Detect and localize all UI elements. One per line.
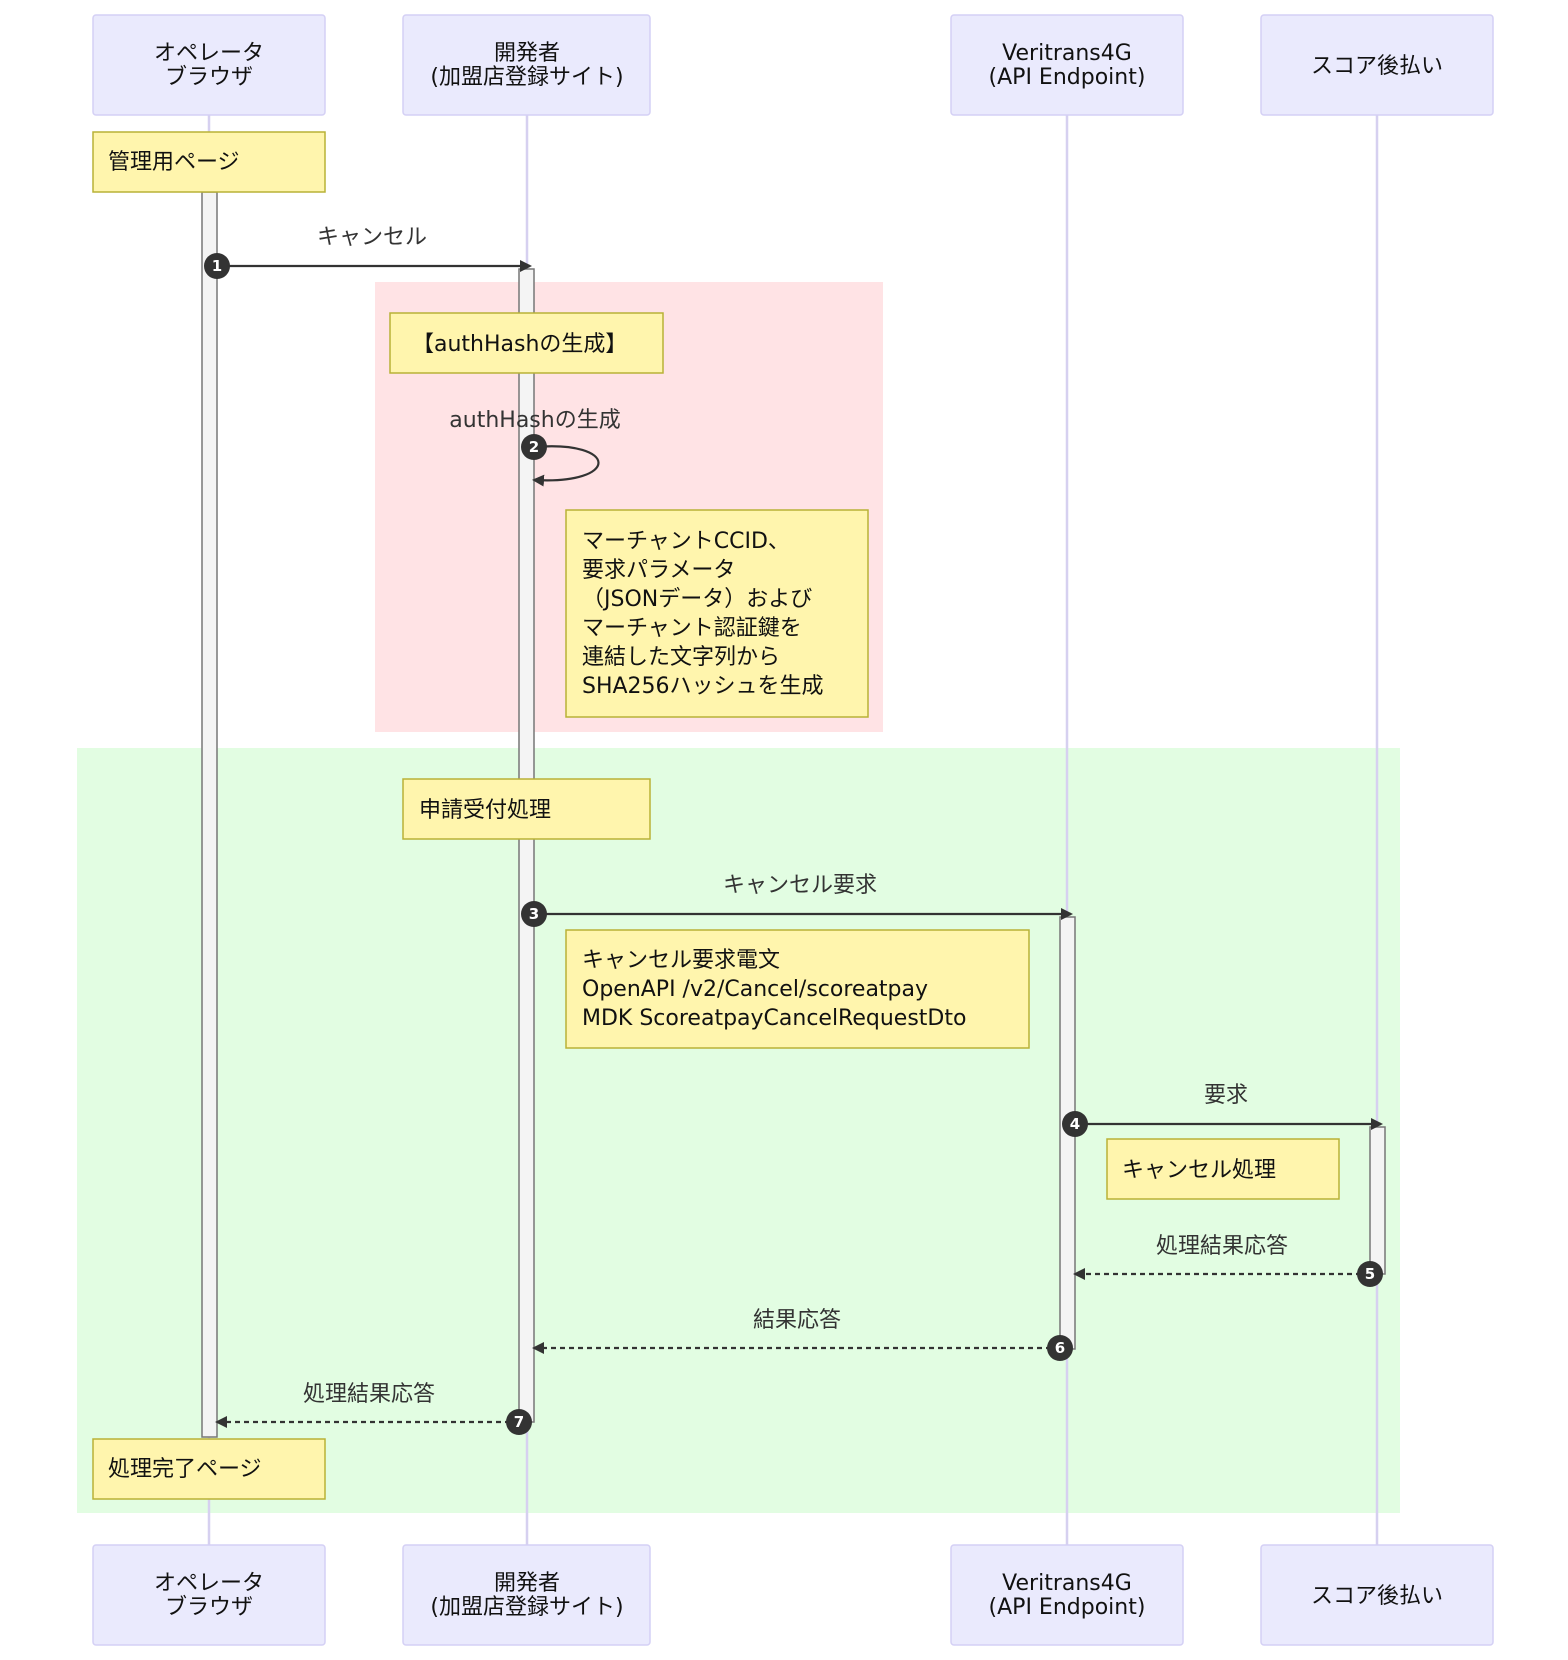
note-text: キャンセル要求電文 [582, 948, 780, 973]
sequence-badge [1047, 1335, 1073, 1361]
actor-label: スコア後払い [1311, 54, 1443, 79]
note-admin-page: 管理用ページ [92, 131, 326, 193]
note-text: SHA256ハッシュを生成 [582, 674, 824, 699]
sequence-number: 7 [514, 1413, 524, 1431]
message-5: 処理結果応答 5 [1073, 1234, 1383, 1287]
message-2: authHashの生成 2 [449, 408, 621, 487]
actor-score-bottom: スコア後払い [1260, 1544, 1494, 1646]
sequence-number: 5 [1365, 1265, 1375, 1283]
actor-label: 開発者 [494, 41, 560, 66]
sequence-number: 3 [529, 905, 539, 923]
note-authhash-detail: マーチャントCCID、 要求パラメータ （JSONデータ）および マーチャント認… [565, 509, 869, 718]
actor-veritrans-bottom: Veritrans4G (API Endpoint) [950, 1544, 1184, 1646]
note-text: マーチャントCCID、 [582, 529, 790, 554]
note-complete-page: 処理完了ページ [92, 1438, 326, 1500]
activation-operator [201, 191, 218, 1438]
actor-score-top: スコア後払い [1260, 14, 1494, 116]
message-3: キャンセル要求 3 [521, 873, 1073, 927]
note-cancel-request-detail: キャンセル要求電文 OpenAPI /v2/Cancel/scoreatpay … [565, 929, 1030, 1049]
note-text: マーチャント認証鍵を [582, 616, 802, 641]
actor-label: Veritrans4G [1002, 41, 1132, 66]
actor-label: ブラウザ [165, 65, 253, 90]
note-text: MDK ScoreatpayCancelRequestDto [582, 1006, 966, 1031]
note-text: 要求パラメータ [582, 558, 735, 583]
note-text: 処理完了ページ [108, 1457, 262, 1482]
note-text: （JSONデータ）および [582, 587, 812, 612]
activation-score [1369, 1126, 1386, 1275]
message-7: 処理結果応答 7 [215, 1382, 532, 1435]
actor-developer-bottom: 開発者 (加盟店登録サイト) [402, 1544, 651, 1646]
message-label: キャンセル要求 [723, 873, 877, 898]
message-label: キャンセル [317, 225, 427, 250]
rect-request-region [77, 748, 1400, 1513]
note-text: 【authHashの生成】 [412, 332, 627, 357]
actor-veritrans-top: Veritrans4G (API Endpoint) [950, 14, 1184, 116]
actor-operator-top: オペレータ ブラウザ [92, 14, 326, 116]
actor-label: オペレータ [154, 1571, 264, 1596]
message-1: キャンセル 1 [204, 225, 532, 279]
sequence-badge [1062, 1111, 1088, 1137]
sequence-badge [204, 253, 230, 279]
actor-label: スコア後払い [1311, 1584, 1443, 1609]
note-cancel-process: キャンセル処理 [1106, 1138, 1340, 1200]
message-label: authHashの生成 [449, 408, 620, 433]
actor-label: ブラウザ [165, 1595, 253, 1620]
message-arrow [532, 445, 600, 487]
sequence-badge [1357, 1261, 1383, 1287]
message-label: 要求 [1204, 1083, 1248, 1108]
actor-label: (加盟店登録サイト) [430, 1595, 623, 1620]
actor-label: Veritrans4G [1002, 1571, 1132, 1596]
note-authhash-title: 【authHashの生成】 [389, 312, 664, 374]
note-text: 申請受付処理 [419, 798, 551, 823]
sequence-number: 6 [1055, 1339, 1065, 1357]
actor-label: オペレータ [154, 41, 264, 66]
note-text: 管理用ページ [108, 150, 240, 175]
actor-label: (API Endpoint) [989, 65, 1146, 90]
note-text: OpenAPI /v2/Cancel/scoreatpay [582, 977, 928, 1002]
note-text: キャンセル処理 [1122, 1158, 1276, 1183]
sequence-badge [521, 901, 547, 927]
message-label: 処理結果応答 [303, 1382, 435, 1407]
message-6: 結果応答 6 [532, 1308, 1073, 1361]
sequence-badge [521, 434, 547, 460]
sequence-number: 2 [529, 438, 539, 456]
actor-label: (API Endpoint) [989, 1595, 1146, 1620]
message-label: 処理結果応答 [1156, 1234, 1288, 1259]
sequence-number: 4 [1070, 1115, 1080, 1133]
actor-operator-bottom: オペレータ ブラウザ [92, 1544, 326, 1646]
sequence-number: 1 [212, 257, 222, 275]
actor-developer-top: 開発者 (加盟店登録サイト) [402, 14, 651, 116]
actor-label: 開発者 [494, 1571, 560, 1596]
actor-label: (加盟店登録サイト) [430, 65, 623, 90]
message-4: 要求 4 [1062, 1083, 1383, 1137]
note-request-title: 申請受付処理 [402, 778, 651, 840]
message-label: 結果応答 [753, 1308, 841, 1333]
sequence-badge [506, 1409, 532, 1435]
note-text: 連結した文字列から [582, 645, 780, 670]
